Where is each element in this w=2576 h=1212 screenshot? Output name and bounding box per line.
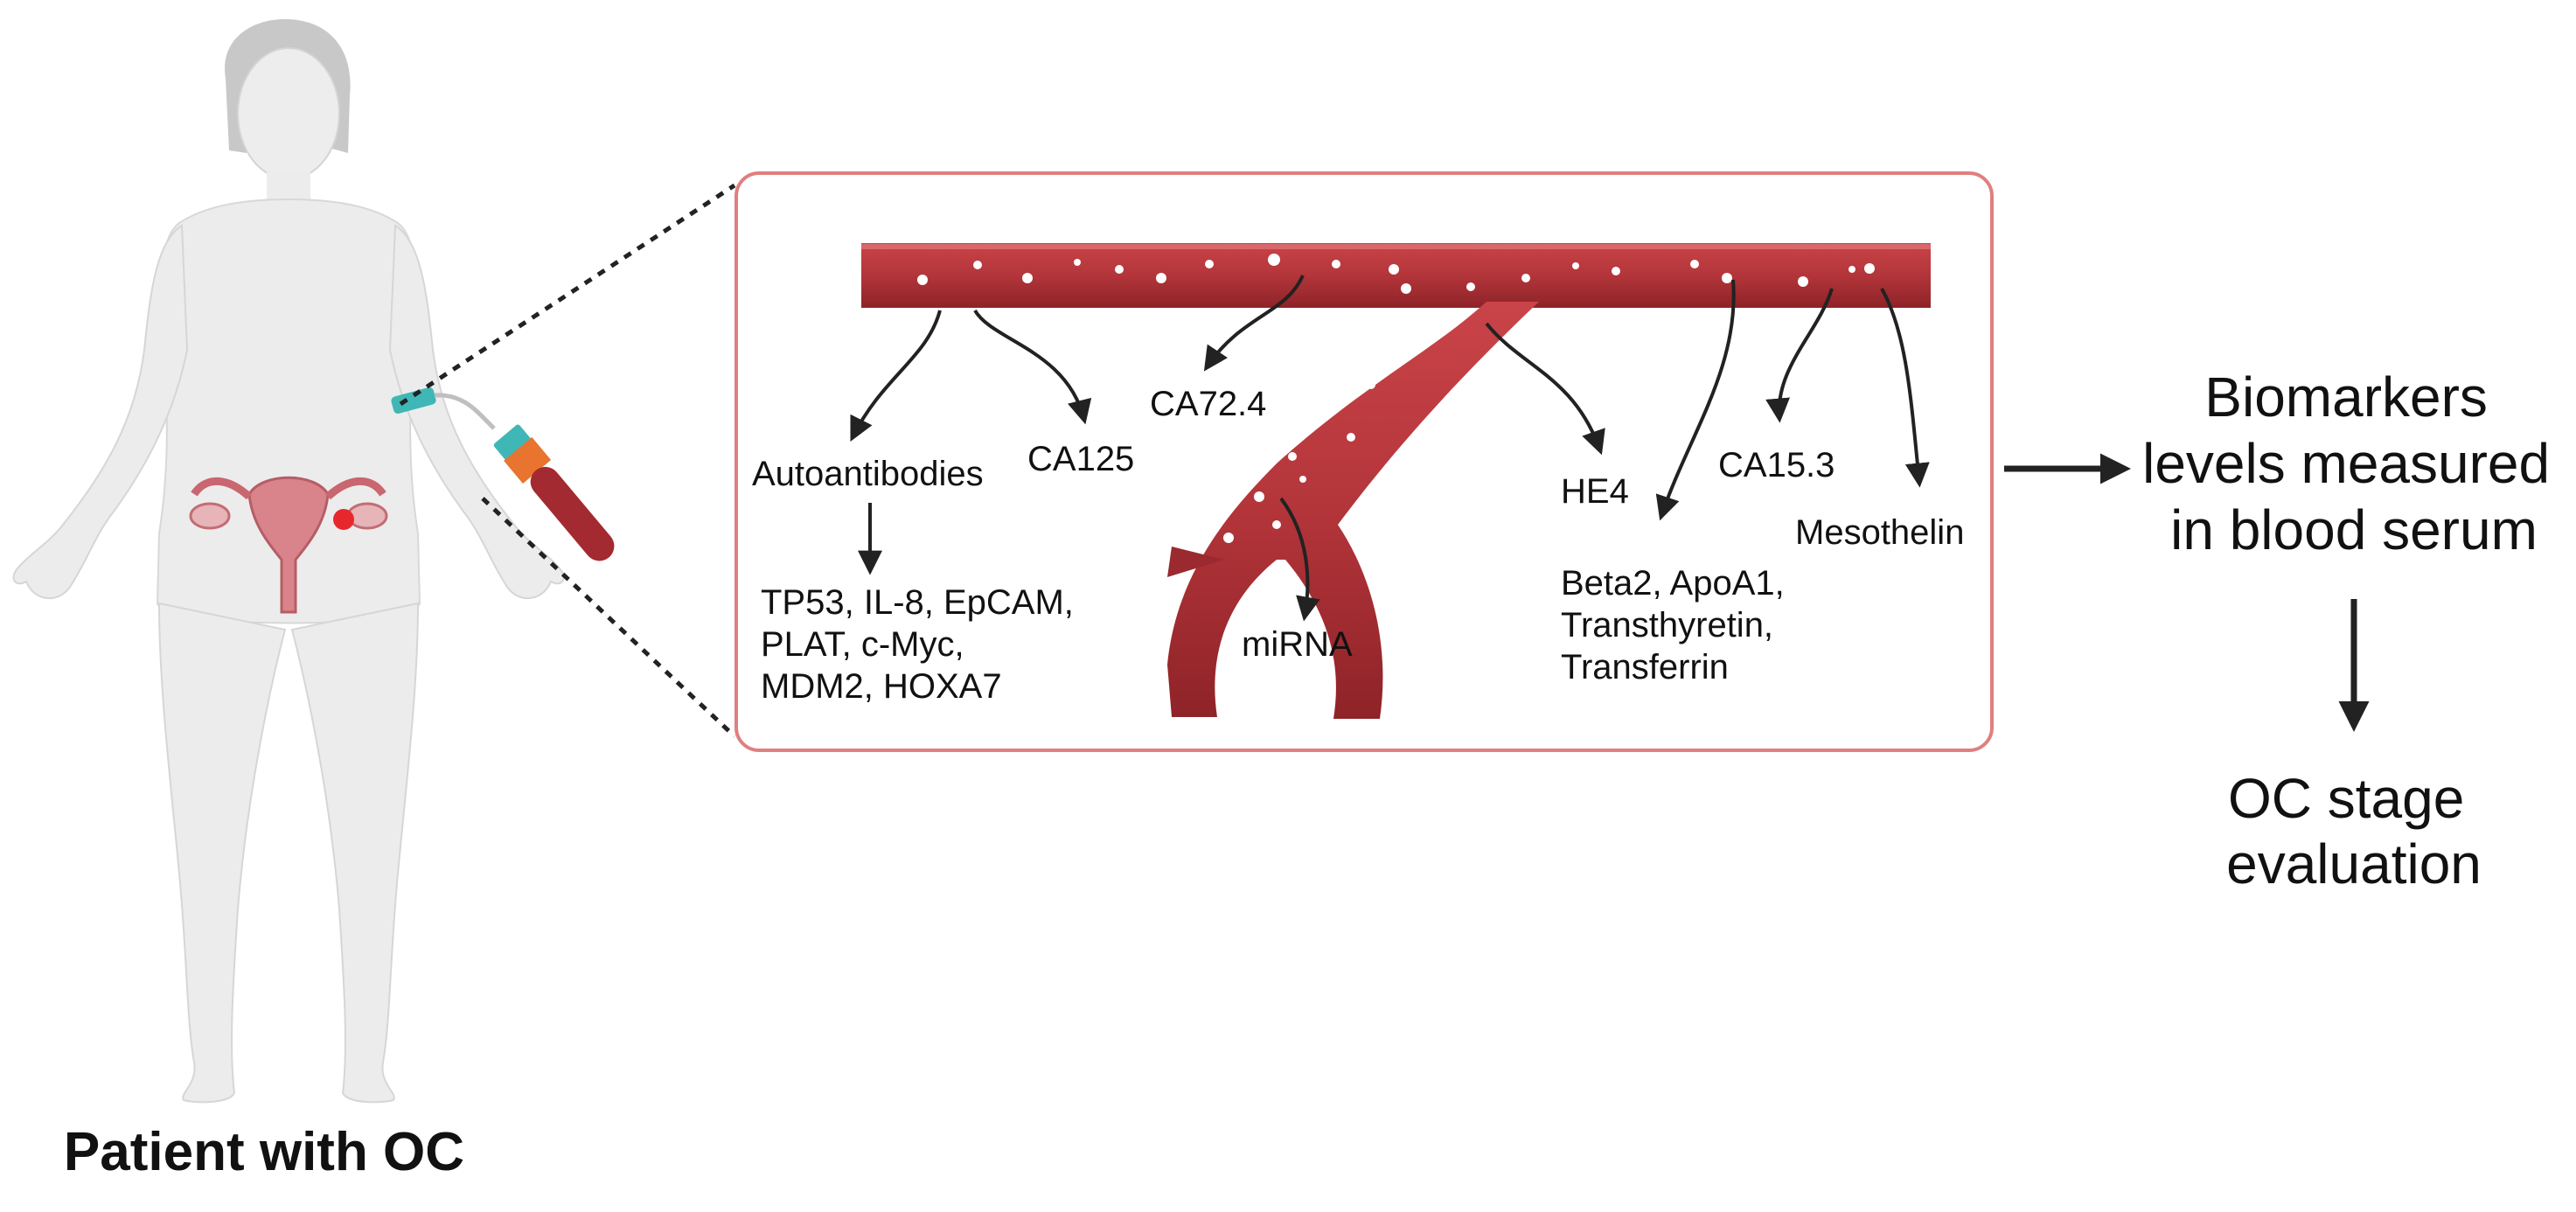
arrow-ca125 <box>973 309 1092 425</box>
protein-list-line: Beta2, ApoA1, <box>1561 564 1785 603</box>
plasma-particles <box>917 254 1875 543</box>
patient-label: Patient with OC <box>64 1122 464 1182</box>
patient-figure <box>12 18 615 1104</box>
measurement-line: Biomarkers <box>2204 366 2488 428</box>
label-ca153: CA15.3 <box>1718 446 1835 484</box>
measurement-line: in blood serum <box>2170 498 2538 561</box>
evaluation-line: evaluation <box>2226 832 2482 895</box>
label-autoantibodies: Autoantibodies <box>752 455 984 493</box>
hair <box>225 18 351 153</box>
left-leg <box>157 602 287 1104</box>
uterus <box>189 476 388 614</box>
label-ca724: CA72.4 <box>1150 385 1266 423</box>
right-arm <box>388 224 565 600</box>
protein-list-line: Transferrin <box>1561 648 1729 686</box>
head <box>237 47 340 180</box>
autoantibody-targets-line: MDM2, HOXA7 <box>761 667 1002 706</box>
blood-tube-icon <box>493 424 615 561</box>
measurement-text: Biomarkers levels measured in blood seru… <box>2142 366 2566 561</box>
marker-labels: Autoantibodies CA125 CA72.4 miRNA HE4 CA… <box>752 385 1964 706</box>
evaluation-text: OC stage evaluation <box>2226 767 2482 895</box>
arrow-ca724 <box>1203 275 1305 372</box>
protein-list-line: Transthyretin, <box>1561 606 1773 644</box>
arrow-he4 <box>1485 322 1605 456</box>
arrow-mesothelin <box>1880 288 1930 488</box>
label-mirna: miRNA <box>1242 625 1353 664</box>
arrow-autoantibodies <box>850 310 942 442</box>
autoantibody-targets-line: PLAT, c-Myc, <box>761 625 964 664</box>
blood-vessel <box>861 243 1931 719</box>
evaluation-line: OC stage <box>2228 767 2464 830</box>
label-ca125: CA125 <box>1027 440 1134 478</box>
arrow-mirna <box>1279 497 1320 622</box>
left-arm <box>12 224 189 600</box>
cannula-icon <box>391 387 496 430</box>
zoom-line-bottom <box>481 497 736 738</box>
measurement-line: levels measured <box>2142 432 2550 495</box>
protein-list: Beta2, ApoA1, Transthyretin, Transferrin <box>1561 564 1794 686</box>
arrow-proteins <box>1655 279 1736 521</box>
autoantibody-targets-line: TP53, IL-8, EpCAM, <box>761 583 1074 622</box>
release-arrows <box>850 275 1930 622</box>
tumor-icon <box>333 509 354 530</box>
arrow-ca153 <box>1765 288 1834 423</box>
label-mesothelin: Mesothelin <box>1795 513 1964 552</box>
autoantibody-targets: TP53, IL-8, EpCAM, PLAT, c-Myc, MDM2, HO… <box>761 583 1083 706</box>
right-leg <box>290 602 420 1104</box>
zoom-line-top <box>399 183 736 407</box>
label-he4: HE4 <box>1561 472 1629 511</box>
